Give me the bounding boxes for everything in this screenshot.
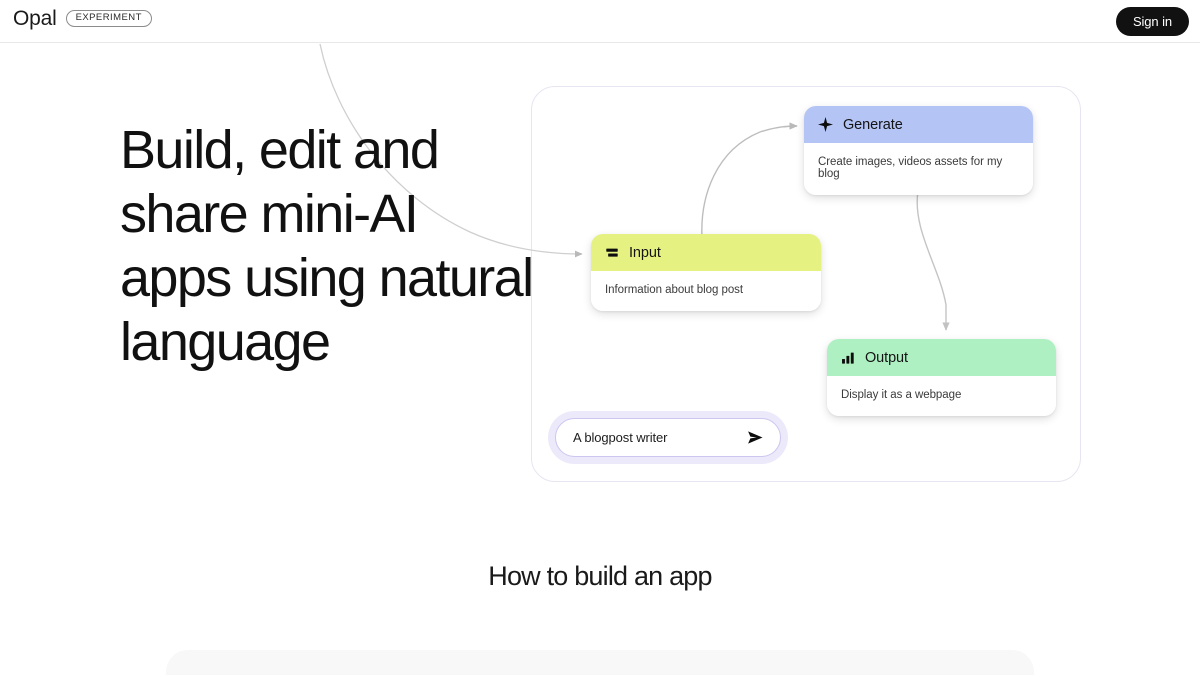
node-description-output: Display it as a webpage xyxy=(827,376,1056,416)
node-header-output: Output xyxy=(827,339,1056,376)
top-navigation-bar: Opal EXPERIMENT Sign in xyxy=(0,0,1200,43)
brand-logo[interactable]: Opal EXPERIMENT xyxy=(13,8,152,29)
node-header-generate: Generate xyxy=(804,106,1033,143)
stacked-bars-icon xyxy=(605,246,619,260)
section-heading: How to build an app xyxy=(488,561,712,591)
node-card-generate[interactable]: Generate Create images, videos assets fo… xyxy=(804,106,1033,195)
prompt-input-halo: A blogpost writer xyxy=(548,411,788,464)
node-header-input: Input xyxy=(591,234,821,271)
bar-chart-icon xyxy=(841,351,855,365)
prompt-input-value[interactable]: A blogpost writer xyxy=(573,430,668,445)
prompt-input-field[interactable]: A blogpost writer xyxy=(555,418,781,457)
node-card-input[interactable]: Input Information about blog post xyxy=(591,234,821,311)
experiment-badge: EXPERIMENT xyxy=(65,10,152,27)
faint-watermark xyxy=(988,586,1188,634)
node-title-output: Output xyxy=(865,349,908,366)
node-title-input: Input xyxy=(629,244,661,261)
node-card-output[interactable]: Output Display it as a webpage xyxy=(827,339,1056,416)
node-title-generate: Generate xyxy=(843,116,903,133)
node-description-input: Information about blog post xyxy=(591,271,821,311)
sign-in-button[interactable]: Sign in xyxy=(1115,7,1189,36)
brand-name: Opal xyxy=(13,7,57,30)
node-description-generate: Create images, videos assets for my blog xyxy=(804,143,1033,195)
hero-headline: Build, edit and share mini-AI apps using… xyxy=(120,120,534,372)
sparkle-icon xyxy=(818,117,833,132)
how-to-build-panel xyxy=(166,650,1034,675)
send-arrow-icon[interactable] xyxy=(746,428,765,447)
